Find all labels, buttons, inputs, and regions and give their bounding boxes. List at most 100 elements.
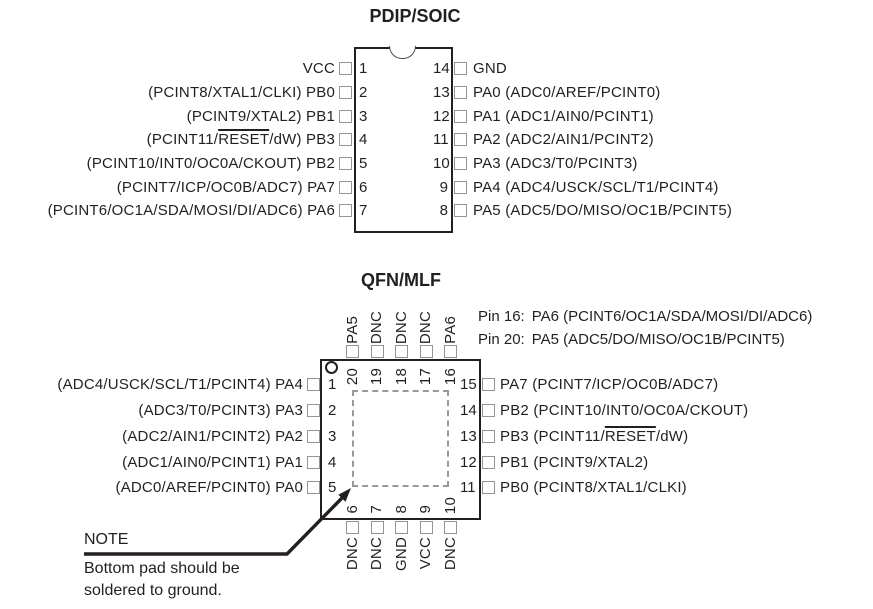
overline-text: RESET (218, 131, 270, 149)
pin-row: 13 PA0 (ADC0/AREF/PCINT0) (433, 81, 873, 105)
bottom-pin-number: 9 (417, 505, 434, 514)
exposed-pad-outline (352, 390, 449, 487)
top-pin-label: DNC (417, 310, 434, 344)
pin-row: 12 PB1 (PCINT9/XTAL2) (460, 449, 873, 475)
pin-label: PA1 (ADC1/AIN0/PCINT1) (473, 107, 654, 125)
top-pin-label: DNC (392, 310, 410, 344)
top-pin-number: 17 (417, 368, 434, 386)
pin-pad (339, 86, 352, 100)
pin-number: 1 (359, 60, 368, 78)
pin-label: PA7 (PCINT7/ICP/OC0B/ADC7) (500, 376, 719, 394)
qfn-note-pin20-text: PA5 (ADC5/DO/MISO/OC1B/PCINT5) (531, 331, 785, 348)
pin-row: (ADC3/T0/PCINT3) PA3 2 (0, 398, 342, 424)
qfn-note-pin20-prefix: Pin 20: (478, 331, 525, 348)
pin-pad (339, 133, 352, 147)
pin-label: PB1 (PCINT9/XTAL2) (500, 453, 649, 471)
pin-number: 2 (328, 402, 337, 420)
pin-pad (419, 345, 433, 358)
pin-label: (PCINT7/ICP/OC0B/ADC7) PA7 (116, 178, 335, 196)
pin-pad (370, 345, 384, 358)
pin-pad (454, 157, 467, 171)
pin-row: (ADC0/AREF/PCINT0) PA0 5 (0, 475, 342, 501)
top-pin-number: 20 (343, 368, 361, 386)
pin-label: VCC (302, 60, 335, 78)
pin-pad (346, 521, 359, 534)
pin-number: 6 (359, 178, 368, 196)
bottom-pin-number: 8 (392, 505, 410, 514)
pin-label: PB3 (PCINT11/RESET/dW) (500, 427, 689, 445)
pin-pad (339, 109, 352, 123)
pin-number: 4 (359, 131, 368, 149)
pin-label: PA0 (ADC0/AREF/PCINT0) (473, 84, 661, 102)
pin-row: (PCINT6/OC1A/SDA/MOSI/DI/ADC6) PA6 7 (0, 199, 374, 223)
pin-pad (339, 180, 352, 194)
pin-number: 13 (460, 427, 477, 445)
pdip-section-title: PDIP/SOIC (369, 6, 461, 26)
pin-label: PB2 (PCINT10/INT0/OC0A/CKOUT) (500, 402, 749, 420)
pin-number: 14 (460, 402, 477, 420)
bottom-pin-number: 10 (441, 496, 459, 514)
pin-label: (ADC3/T0/PCINT3) PA3 (138, 402, 303, 420)
pin-number: 8 (439, 202, 448, 220)
pin-row: 11 PA2 (ADC2/AIN1/PCINT2) (433, 128, 873, 152)
pin-label: PB0 (PCINT8/XTAL1/CLKI) (500, 479, 687, 497)
qfn-pin-notes: Pin 16:PA6 (PCINT6/OC1A/SDA/MOSI/DI/ADC6… (478, 305, 812, 351)
pin-pad (454, 62, 467, 76)
pin-number: 11 (460, 479, 476, 497)
pin-pad (454, 180, 467, 194)
pin-number: 2 (359, 84, 368, 102)
pin-row: (PCINT8/XTAL1/CLKI) PB0 2 (0, 81, 374, 105)
pin-pad (454, 86, 467, 100)
pin-number: 5 (328, 479, 337, 497)
pin-number: 11 (433, 131, 449, 149)
top-pin-label: PA6 (441, 316, 459, 344)
pin-pad (454, 204, 467, 218)
pin-number: 14 (433, 60, 450, 78)
pin-row: 14 PB2 (PCINT10/INT0/OC0A/CKOUT) (460, 398, 873, 424)
pin-number: 13 (433, 84, 450, 102)
pin-label: (ADC0/AREF/PCINT0) PA0 (115, 479, 303, 497)
pdip-right-pin-rows: 14 GND 13 PA0 (ADC0/AREF/PCINT0) 12 PA1 (ADC1… (433, 57, 873, 223)
pin-label: PA2 (ADC2/AIN1/PCINT2) (473, 131, 654, 149)
pin-pad (454, 133, 467, 147)
pin-pad (444, 345, 457, 358)
bottom-pin-label: DNC (368, 537, 385, 571)
pin-number: 7 (359, 202, 368, 220)
note-text-line1: Bottom pad should be (84, 560, 240, 577)
pin-pad (307, 455, 320, 469)
pin-pad (307, 378, 320, 392)
pin-row: 14 GND (433, 57, 873, 81)
pin-pad (482, 378, 495, 392)
pin-number: 9 (439, 178, 448, 196)
pin-number: 3 (359, 107, 368, 125)
top-pin-number: 19 (368, 368, 385, 386)
pin1-indicator-icon (325, 361, 338, 374)
bottom-pin-number: 7 (368, 505, 385, 514)
qfn-section-title: QFN/MLF (361, 270, 441, 290)
top-pin-number: 18 (392, 368, 410, 386)
pin-label: GND (473, 60, 507, 78)
pin-pad (370, 521, 384, 534)
pin-label: (PCINT6/OC1A/SDA/MOSI/DI/ADC6) PA6 (47, 202, 335, 220)
top-pin-label: PA5 (343, 316, 361, 344)
pin-number: 5 (359, 155, 368, 173)
pin-row: 13 PB3 (PCINT11/RESET/dW) (460, 424, 873, 450)
note-text-line2: soldered to ground. (84, 582, 222, 599)
pin-number: 12 (460, 453, 477, 471)
pin-number: 10 (433, 155, 450, 173)
pin-number: 12 (433, 107, 450, 125)
pin-label: (PCINT8/XTAL1/CLKI) PB0 (148, 84, 335, 102)
top-pin-number: 16 (441, 368, 459, 386)
pin-label: (PCINT9/XTAL2) PB1 (186, 107, 335, 125)
pin-label: PA3 (ADC3/T0/PCINT3) (473, 155, 638, 173)
pin-pad (482, 429, 495, 443)
qfn-note-pin16-text: PA6 (PCINT6/OC1A/SDA/MOSI/DI/ADC6) (531, 308, 813, 325)
